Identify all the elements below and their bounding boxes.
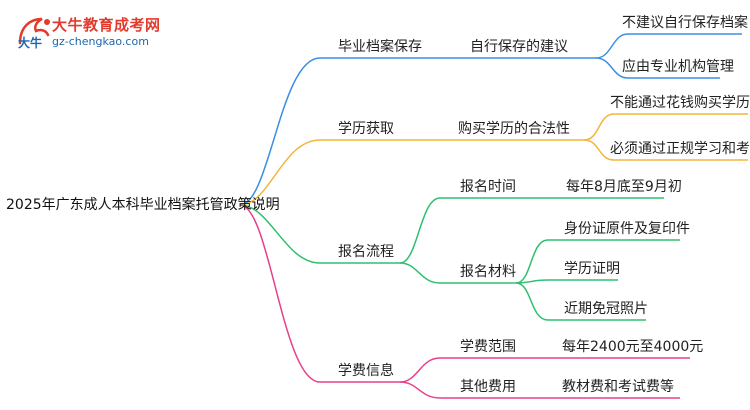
- root-topic: 2025年广东成人本科毕业档案托管政策说明: [6, 197, 280, 213]
- logo-url: gz-chengkao.com: [52, 35, 149, 48]
- bull-logo-icon: 大牛: [18, 17, 50, 50]
- link-materials-leaf3: [515, 282, 646, 321]
- topic-degree: 学历获取: [338, 121, 394, 137]
- subtopic-time: 报名时间: [460, 179, 516, 195]
- link-sub-leaf1: [583, 113, 748, 141]
- link-materials-leaf1: [515, 239, 680, 284]
- subtopic-other-fee: 其他费用: [460, 379, 516, 395]
- topic-fee: 学费信息: [338, 363, 394, 379]
- link-sub-leaf1: [595, 33, 742, 59]
- subtopic-fee-range: 学费范围: [460, 339, 516, 355]
- leaf-photo: 近期免冠照片: [564, 301, 648, 317]
- leaf-other-fee-value: 教材费和考试费等: [562, 379, 674, 395]
- logo-title: 大牛教育成考网: [52, 16, 161, 34]
- leaf-not-recommended: 不建议自行保存档案: [622, 15, 748, 31]
- leaf-no-purchase: 不能通过花钱购买学历: [610, 95, 750, 111]
- leaf-id-card: 身份证原件及复印件: [564, 221, 690, 237]
- link-materials-leaf2: [515, 279, 618, 284]
- leaf-time-value: 每年8月底至9月初: [566, 179, 682, 195]
- site-logo[interactable]: 大牛 大牛教育成考网 gz-chengkao.com: [14, 13, 174, 53]
- leaf-fee-range-value: 每年2400元至4000元: [562, 339, 704, 355]
- link-process-materials: [399, 262, 516, 284]
- logo-mark-text: 大牛: [18, 35, 42, 50]
- leaf-formal-study: 必须通过正规学习和考试: [610, 141, 750, 157]
- link-sub-leaf2: [595, 57, 720, 79]
- link-root-fee: [239, 204, 400, 383]
- subtopic-self-storage: 自行保存的建议: [470, 39, 568, 55]
- link-fee-range: [399, 357, 522, 383]
- link-sub-leaf2: [583, 139, 748, 161]
- subtopic-materials: 报名材料: [460, 264, 516, 280]
- link-fee-other: [399, 381, 522, 399]
- link-root-process: [239, 204, 400, 264]
- leaf-degree-proof: 学历证明: [564, 261, 620, 277]
- topic-process: 报名流程: [338, 244, 394, 260]
- topic-archive: 毕业档案保存: [338, 39, 422, 55]
- leaf-professional-agency: 应由专业机构管理: [622, 59, 734, 75]
- subtopic-legality: 购买学历的合法性: [458, 121, 570, 137]
- link-root-archive: [239, 57, 420, 206]
- link-process-time: [399, 197, 522, 264]
- link-root-degree: [239, 139, 420, 206]
